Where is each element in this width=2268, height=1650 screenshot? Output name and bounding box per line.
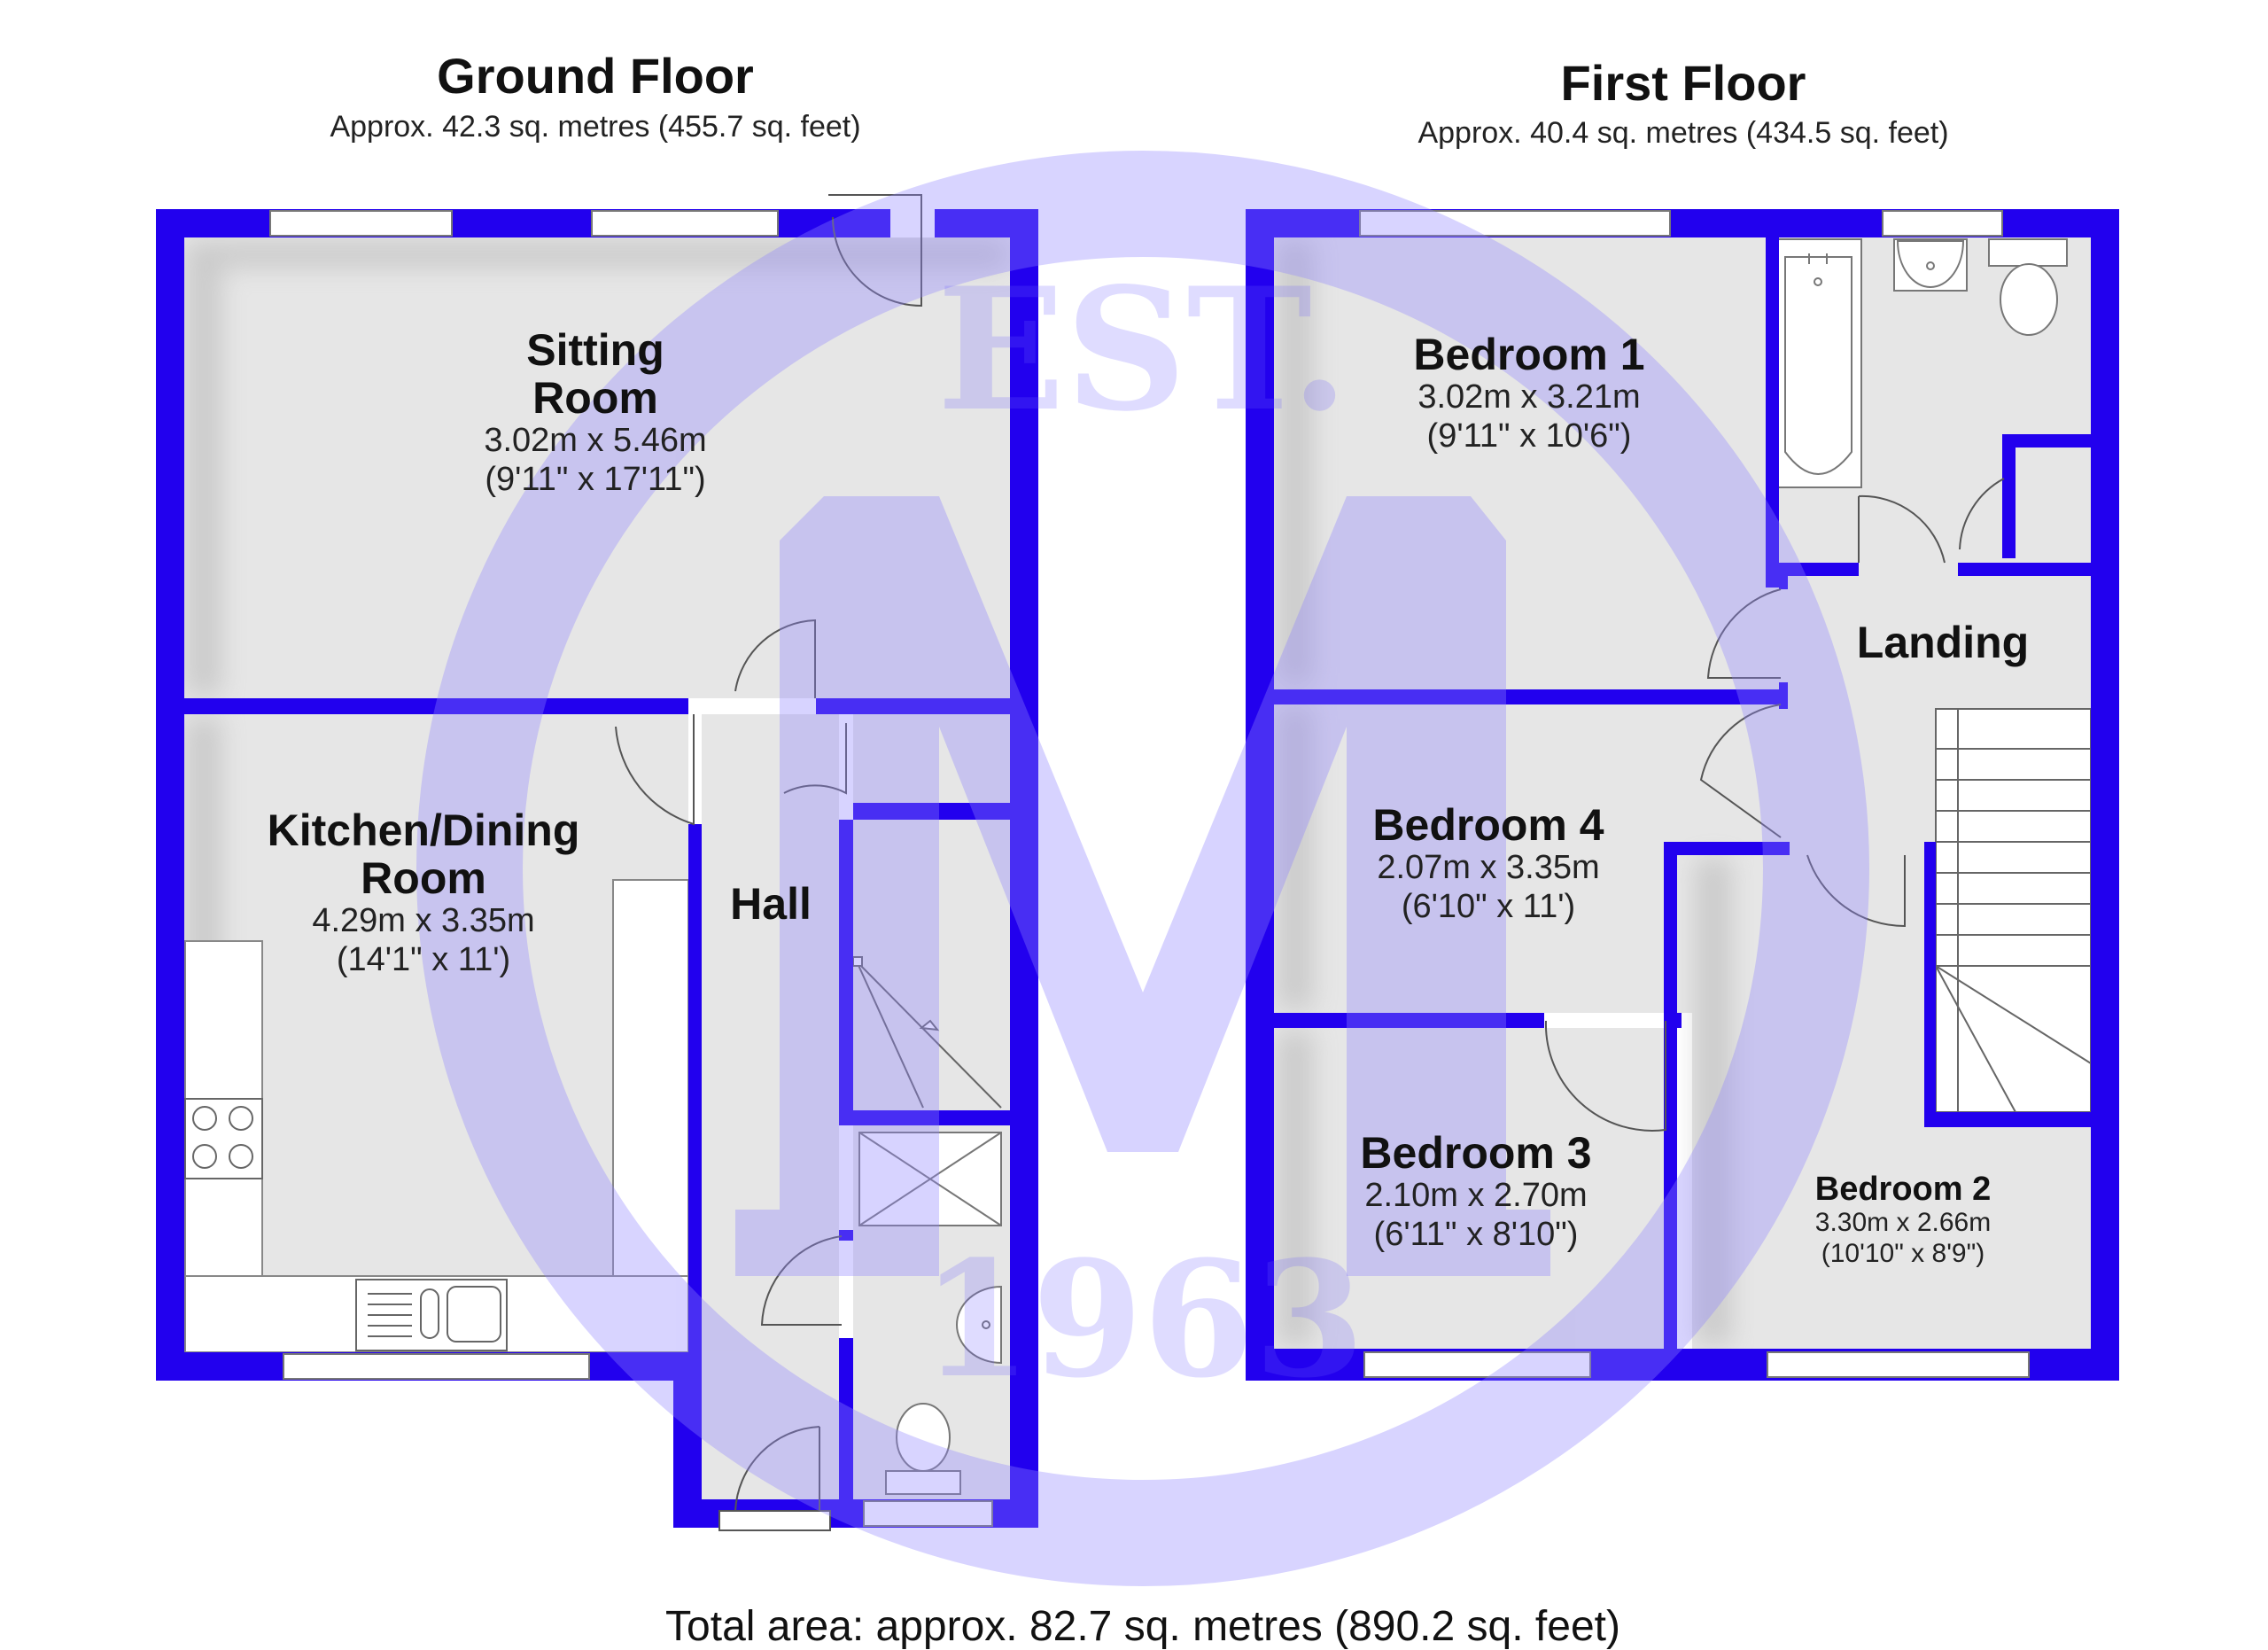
sitting-room-floor bbox=[183, 237, 1010, 698]
watermark-logo bbox=[416, 151, 1869, 1586]
window bbox=[591, 210, 779, 237]
first-floor-doors bbox=[1544, 478, 2005, 1132]
sitting-room-label: Sitting Room 3.02m x 5.46m (9'11" x 17'1… bbox=[484, 326, 706, 499]
watermark-year: 1963 bbox=[920, 1226, 1365, 1413]
door-swing bbox=[783, 723, 847, 795]
room-name: Bedroom 2 bbox=[1814, 1171, 1992, 1208]
toilet-icon bbox=[1988, 238, 2068, 336]
bedroom-3-label: Bedroom 3 2.10m x 2.70m (6'11" x 8'10") bbox=[1360, 1129, 1591, 1254]
bath-icon bbox=[1774, 238, 1862, 488]
room-name: Room bbox=[361, 853, 486, 903]
room-dimensions: 2.10m x 2.70m bbox=[1364, 1177, 1588, 1214]
room-dimensions-imperial: (10'10" x 8'9") bbox=[1821, 1238, 1985, 1268]
watermark-est: EST. bbox=[936, 251, 1349, 448]
room-dimensions: 3.30m x 2.66m bbox=[1814, 1208, 1992, 1238]
room-name: Room bbox=[532, 373, 658, 423]
door-swing bbox=[615, 714, 695, 826]
cupboard-floor bbox=[853, 714, 1010, 803]
window bbox=[283, 1353, 590, 1380]
ground-floor-plan bbox=[156, 194, 1038, 1531]
understairs-floor bbox=[853, 820, 1010, 1110]
door-swing bbox=[1706, 588, 1782, 679]
door-swing bbox=[1699, 704, 1782, 838]
staircase-icon bbox=[1935, 708, 2092, 1113]
first-floor-title: First Floor bbox=[1560, 55, 1806, 111]
room-name: Bedroom 1 bbox=[1413, 330, 1645, 379]
first-floor-area: Approx. 40.4 sq. metres (434.5 sq. feet) bbox=[1418, 116, 1949, 150]
room-name: Kitchen/Dining bbox=[267, 806, 580, 855]
door-swing bbox=[1806, 854, 1906, 928]
hall-label: Hall bbox=[730, 879, 812, 929]
kitchen-counters bbox=[184, 879, 689, 1353]
room-dimensions-imperial: (6'11" x 8'10") bbox=[1373, 1215, 1579, 1253]
bedroom-3-floor bbox=[1274, 1028, 1677, 1349]
first-floor-plan bbox=[1246, 209, 2119, 1381]
room-name: Sitting bbox=[526, 325, 664, 375]
ground-floor-area: Approx. 42.3 sq. metres (455.7 sq. feet) bbox=[330, 110, 861, 144]
door-swing bbox=[828, 194, 922, 307]
kitchen-floor bbox=[183, 714, 688, 1352]
kitchen-counter-bottom bbox=[184, 1275, 689, 1353]
front-door-step bbox=[718, 1510, 831, 1531]
door-swing bbox=[760, 1235, 843, 1326]
shower-tray-icon bbox=[858, 1132, 1002, 1226]
bedroom-1-floor bbox=[1274, 237, 1766, 689]
toilet-icon bbox=[885, 1403, 961, 1495]
ground-floor-doors bbox=[615, 194, 922, 1531]
bedroom-1-label: Bedroom 1 3.02m x 3.21m (9'11" x 10'6") bbox=[1413, 331, 1644, 455]
bedroom-4-label: Bedroom 4 2.07m x 3.35m (6'10" x 11') bbox=[1372, 801, 1604, 926]
total-area: Total area: approx. 82.7 sq. metres (890… bbox=[665, 1603, 1620, 1650]
room-dimensions-imperial: (9'11" x 17'11") bbox=[485, 460, 706, 498]
window bbox=[1359, 210, 1671, 237]
window bbox=[1363, 1351, 1591, 1378]
bathroom-basin-icon bbox=[1893, 238, 1968, 292]
understairs-icon bbox=[852, 956, 1002, 1109]
door-swing bbox=[1858, 494, 1946, 564]
watermark-m-icon bbox=[735, 496, 1550, 1276]
first-floor-shading bbox=[1278, 241, 1731, 1345]
room-dimensions-imperial: (14'1" x 11') bbox=[336, 940, 511, 978]
room-dimensions-imperial: (6'10" x 11') bbox=[1401, 887, 1576, 925]
room-dimensions-imperial: (9'11" x 10'6") bbox=[1426, 416, 1632, 455]
hob-icon bbox=[184, 1098, 263, 1179]
kitchen-sink-icon bbox=[355, 1279, 508, 1351]
watermark-ring bbox=[416, 151, 1869, 1586]
door-swing bbox=[734, 1426, 820, 1512]
room-dimensions: 3.02m x 5.46m bbox=[484, 422, 707, 459]
hall-floor bbox=[702, 714, 839, 1503]
room-dimensions: 2.07m x 3.35m bbox=[1377, 849, 1600, 886]
kitchen-dining-room-label: Kitchen/Dining Room 4.29m x 3.35m (14'1"… bbox=[268, 806, 580, 979]
room-name: Bedroom 3 bbox=[1360, 1128, 1592, 1178]
landing-label: Landing bbox=[1856, 618, 2030, 667]
room-dimensions: 4.29m x 3.35m bbox=[312, 902, 535, 939]
door-swing bbox=[1959, 478, 2005, 550]
window bbox=[1882, 210, 2003, 237]
first-floor-windows bbox=[1359, 210, 2030, 1378]
wc-basin-icon bbox=[956, 1285, 1002, 1365]
ground-floor-windows bbox=[269, 210, 993, 1527]
window bbox=[269, 210, 453, 237]
bedroom-2-label: Bedroom 2 3.30m x 2.66m (10'10" x 8'9") bbox=[1815, 1171, 1991, 1269]
ground-floor-title: Ground Floor bbox=[437, 48, 754, 104]
window bbox=[1767, 1351, 2030, 1378]
door-swing bbox=[734, 619, 816, 698]
room-dimensions: 3.02m x 3.21m bbox=[1418, 378, 1641, 416]
window bbox=[863, 1500, 993, 1527]
room-name: Bedroom 4 bbox=[1372, 800, 1604, 850]
door-swing bbox=[1544, 1020, 1666, 1132]
